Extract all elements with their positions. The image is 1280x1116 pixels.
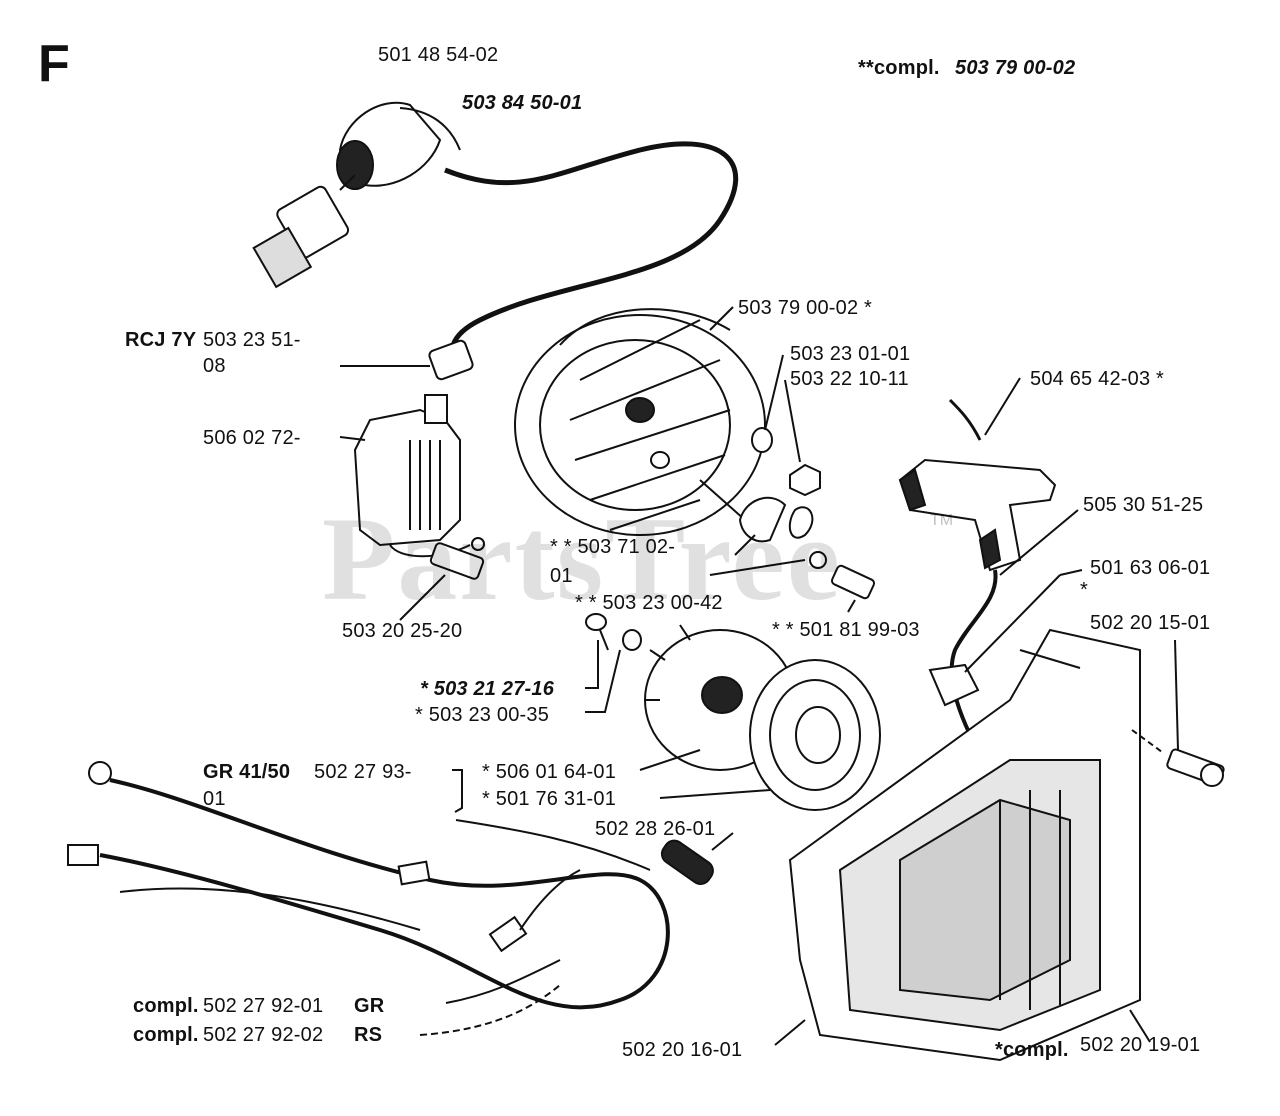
label-boot-cap: 501 48 54-02 <box>378 44 499 66</box>
label-wire-type: GR 41/50 <box>203 761 291 783</box>
label-sleeve: 502 28 26-01 <box>595 818 716 840</box>
watermark-trademark: TM <box>930 512 954 529</box>
label-screw-module: 503 20 25-20 <box>342 620 463 642</box>
label-pawl-1: * * 503 71 02- <box>550 536 676 558</box>
label-harness-rs-number: 502 27 92-02 <box>203 1024 324 1046</box>
spark-plug <box>252 174 356 289</box>
pulley-screw <box>585 613 642 713</box>
starter-handle <box>898 377 1057 572</box>
spark-plug-boot <box>336 101 461 190</box>
label-harness-gr-number: 502 27 92-01 <box>203 995 324 1017</box>
module-screw <box>399 542 485 621</box>
ignition-lead-cable <box>444 141 739 366</box>
label-flywheel: 503 79 00-02 * <box>738 297 873 319</box>
cover-screw <box>1131 639 1225 787</box>
label-asterisk: * <box>1080 579 1088 601</box>
label-harness-gr-prefix: compl. <box>133 995 199 1017</box>
label-ignition-module: 506 02 72- <box>203 427 301 449</box>
lead-connector <box>340 339 474 381</box>
label-spark-plug-number-2: 08 <box>203 355 226 377</box>
label-handle: 504 65 42-03 * <box>1030 368 1165 390</box>
label-pulley: * 506 01 64-01 <box>482 761 617 783</box>
recoil-spring <box>659 659 881 811</box>
ignition-module <box>339 394 485 558</box>
label-harness-gr-suffix: GR <box>354 995 385 1017</box>
watermark: PartsTree <box>322 492 842 625</box>
wiring-harness <box>67 761 670 1036</box>
starter-pawl <box>709 496 827 576</box>
kit-top-number: 503 79 00-02 <box>955 57 1076 79</box>
label-screw-pulley: * 503 21 27-16 <box>420 678 555 700</box>
label-washer-a: 503 23 01-01 <box>790 343 911 365</box>
harness-sleeve <box>660 832 734 885</box>
label-harness-rs-prefix: compl. <box>133 1024 199 1046</box>
label-kit-bottom-number: 502 20 19-01 <box>1080 1034 1201 1056</box>
label-kit-bottom-prefix: *compl. <box>995 1039 1069 1061</box>
rope-grommet <box>928 569 1083 707</box>
label-spark-plug-number-1: 503 23 51- <box>203 329 301 351</box>
label-washer-b: * * 503 23 00-42 <box>575 592 723 614</box>
label-cover-plate: 502 20 16-01 <box>622 1039 743 1061</box>
label-nut-a: 503 22 10-11 <box>790 368 909 390</box>
label-cover-screw: 502 20 15-01 <box>1090 612 1211 634</box>
flywheel-washer-nut <box>751 354 821 497</box>
flywheel <box>514 306 766 536</box>
label-washer-c: * 503 23 00-35 <box>415 704 550 726</box>
label-spark-plug-type: RCJ 7Y <box>125 329 197 351</box>
label-spring: * 501 76 31-01 <box>482 788 617 810</box>
kit-top-prefix: **compl. <box>858 57 940 79</box>
label-wire-number-1: 502 27 93- <box>314 761 412 783</box>
label-ignition-lead: 503 84 50-01 <box>462 92 583 114</box>
label-pawl-2: 01 <box>550 565 573 587</box>
section-letter: F <box>38 35 70 93</box>
label-wire-number-2: 01 <box>203 788 226 810</box>
starter-cover <box>774 628 1151 1062</box>
pawl-screw <box>830 564 876 613</box>
label-harness-rs-suffix: RS <box>354 1024 383 1046</box>
label-grommet: 501 63 06-01 <box>1090 557 1211 579</box>
label-rope: 505 30 51-25 <box>1083 494 1204 516</box>
label-screw-pawl: * * 501 81 99-03 <box>772 619 920 641</box>
